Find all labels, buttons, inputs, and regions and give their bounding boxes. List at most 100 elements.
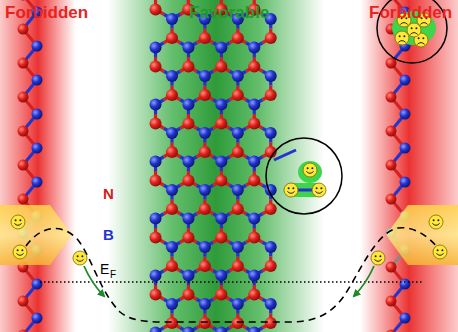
atom — [199, 32, 211, 44]
atom — [166, 298, 178, 310]
atom — [232, 146, 244, 158]
atom — [150, 42, 162, 54]
atom — [386, 92, 397, 103]
atom — [215, 270, 227, 282]
atom — [265, 89, 277, 101]
atom — [182, 118, 194, 130]
atom — [386, 126, 397, 137]
atom — [182, 327, 194, 332]
eye — [320, 187, 322, 189]
atom — [386, 296, 397, 307]
atom — [32, 41, 43, 52]
atom — [182, 175, 194, 187]
atom — [248, 156, 260, 168]
face — [11, 215, 25, 229]
atom — [232, 70, 244, 82]
atom — [18, 160, 29, 171]
eye — [15, 219, 17, 221]
face — [429, 215, 443, 229]
atom — [199, 70, 211, 82]
fermi-subscript: F — [110, 270, 116, 280]
atom — [248, 175, 260, 187]
mouth — [432, 223, 439, 225]
atom — [150, 61, 162, 73]
eye — [288, 187, 290, 189]
atom — [232, 127, 244, 139]
atom — [232, 298, 244, 310]
atom — [166, 32, 178, 44]
atom — [386, 194, 397, 205]
charge-blob — [285, 183, 325, 197]
gate-arrow — [386, 205, 458, 265]
electron-faces — [11, 13, 447, 265]
happy-electron — [13, 245, 27, 259]
atom — [199, 298, 211, 310]
atom — [18, 92, 29, 103]
atom — [400, 177, 411, 188]
mouth — [400, 23, 407, 25]
atom — [400, 313, 411, 324]
atom — [199, 146, 211, 158]
atom — [182, 213, 194, 225]
atom — [265, 260, 277, 272]
mouth — [287, 191, 294, 193]
eye — [418, 37, 420, 39]
atom — [199, 317, 211, 329]
atom — [166, 70, 178, 82]
mouth — [417, 43, 424, 45]
atom — [182, 42, 194, 54]
eye — [17, 249, 19, 251]
atom — [199, 260, 211, 272]
atom — [18, 24, 29, 35]
face — [73, 251, 87, 265]
atom — [150, 232, 162, 244]
eye — [311, 167, 313, 169]
atom — [386, 160, 397, 171]
atom — [18, 58, 29, 69]
atom — [248, 118, 260, 130]
atom — [265, 317, 277, 329]
atom — [400, 279, 411, 290]
atom — [199, 241, 211, 253]
atom — [215, 118, 227, 130]
mouth — [76, 259, 83, 261]
atom — [32, 279, 43, 290]
atom — [215, 99, 227, 111]
eye — [437, 249, 439, 251]
fermi-label: E — [100, 262, 109, 276]
eye — [379, 255, 381, 257]
eye — [415, 27, 417, 29]
atom — [166, 203, 178, 215]
eye — [316, 187, 318, 189]
eye — [292, 187, 294, 189]
atom — [199, 203, 211, 215]
bond — [187, 0, 190, 1]
atom — [32, 177, 43, 188]
atom — [150, 4, 162, 16]
eye — [399, 35, 401, 37]
face — [395, 31, 409, 45]
eye — [21, 249, 23, 251]
atom — [215, 213, 227, 225]
atom — [232, 203, 244, 215]
zoom-circle — [266, 138, 342, 214]
face — [371, 251, 385, 265]
atom — [32, 75, 43, 86]
eye — [422, 37, 424, 39]
happy-electron — [312, 183, 326, 197]
atom — [182, 61, 194, 73]
eye — [433, 219, 435, 221]
atom — [386, 262, 397, 273]
atom — [248, 327, 260, 332]
atom — [232, 241, 244, 253]
atom — [150, 156, 162, 168]
atom-label: N — [103, 186, 114, 201]
flow-arrow — [354, 266, 374, 296]
atom — [166, 146, 178, 158]
atom — [400, 75, 411, 86]
atom — [182, 289, 194, 301]
atom — [265, 70, 277, 82]
happy-electron — [11, 215, 25, 229]
face — [407, 23, 421, 37]
atom — [215, 289, 227, 301]
